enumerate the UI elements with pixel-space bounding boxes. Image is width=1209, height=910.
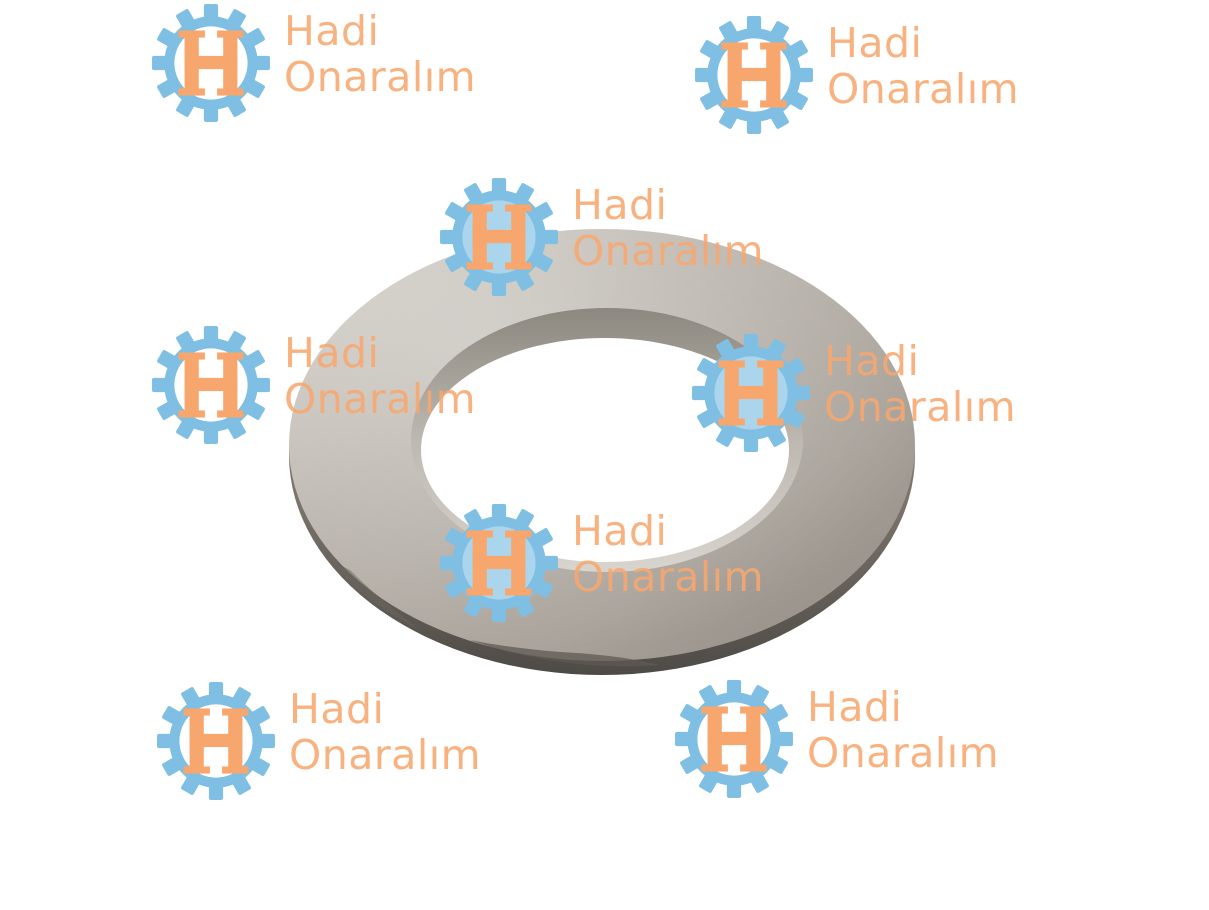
rim-wear-marks xyxy=(470,640,660,667)
washer-hole xyxy=(421,338,789,562)
